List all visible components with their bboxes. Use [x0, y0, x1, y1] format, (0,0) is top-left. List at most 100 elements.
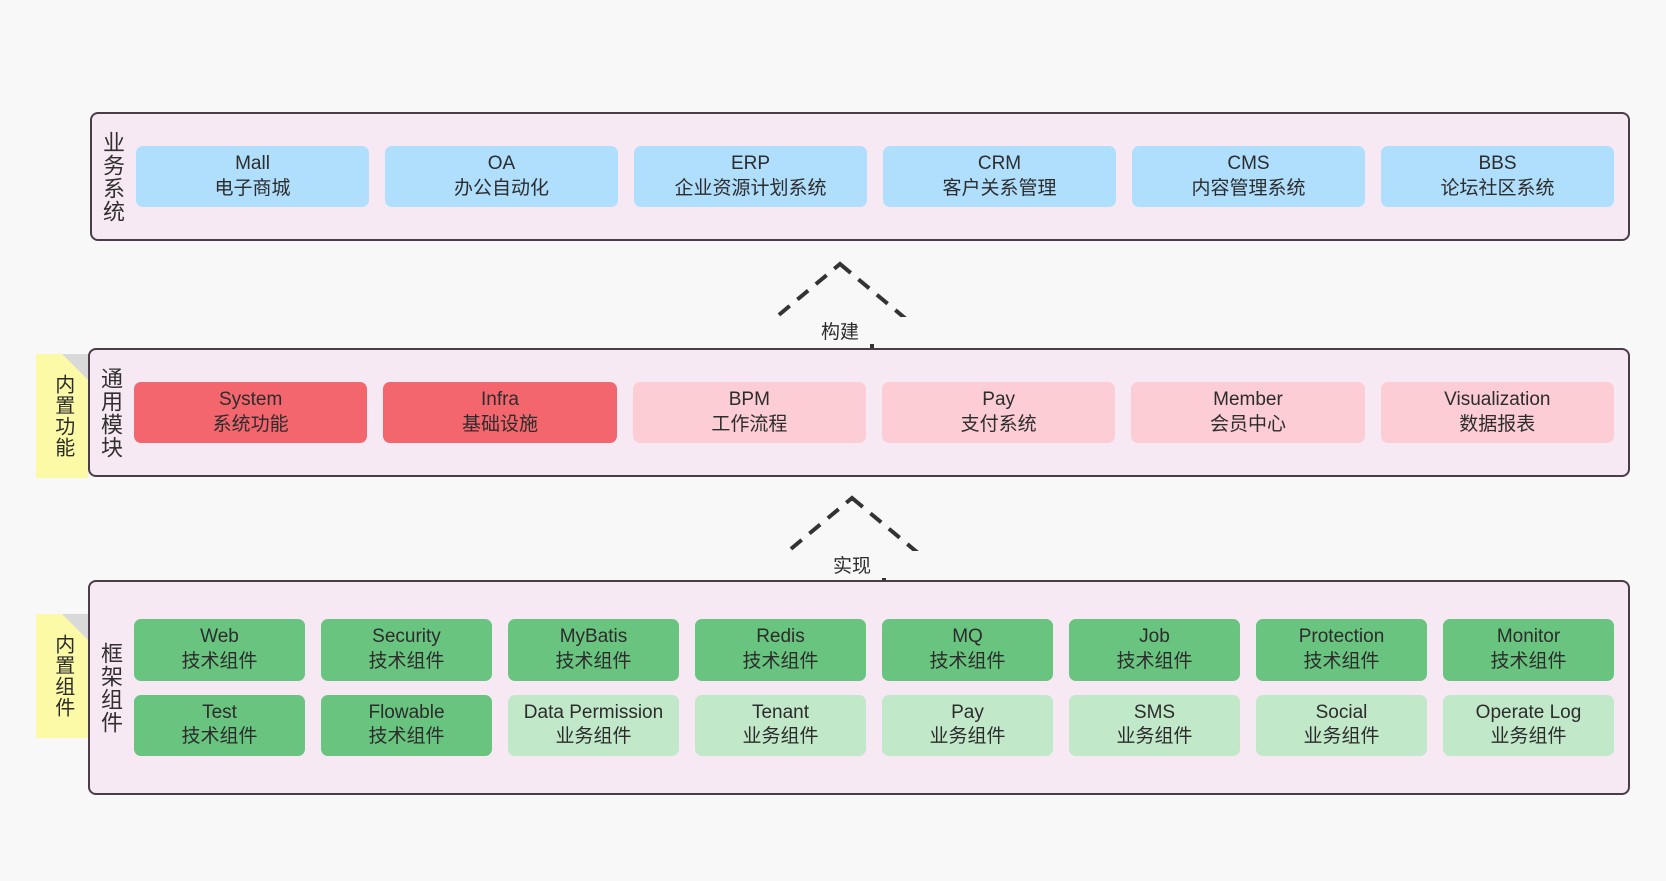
- card-title: Mall: [235, 152, 270, 174]
- card-protection[interactable]: Protection 技术组件: [1256, 619, 1427, 681]
- card-title: CMS: [1227, 152, 1270, 174]
- card-tenant[interactable]: Tenant 业务组件: [695, 694, 866, 756]
- card-title: OA: [487, 152, 516, 174]
- card-subtitle: 业务组件: [1116, 726, 1193, 748]
- card-title: Pay: [951, 701, 984, 723]
- card-title: Infra: [480, 388, 519, 410]
- layer-body-framework-components: Web 技术组件 Security 技术组件 MyBatis 技术组件 Redi…: [130, 582, 1628, 793]
- card-subtitle: 支付系统: [960, 413, 1037, 435]
- layer-framework-components: 框架组件 Web 技术组件 Security 技术组件 MyBatis 技术组件…: [88, 580, 1630, 795]
- card-title: Tenant: [751, 701, 810, 723]
- card-test[interactable]: Test 技术组件: [134, 694, 305, 756]
- card-subtitle: 技术组件: [1303, 650, 1380, 672]
- card-title: Social: [1315, 701, 1368, 723]
- card-social[interactable]: Social 业务组件: [1256, 694, 1427, 756]
- card-data-permission[interactable]: Data Permission 业务组件: [508, 694, 679, 756]
- card-subtitle: 数据报表: [1459, 413, 1536, 435]
- card-subtitle: 技术组件: [555, 650, 632, 672]
- layer-body-business-systems: Mall 电子商城 OA 办公自动化 ERP 企业资源计划系统 CRM 客户关系…: [132, 114, 1628, 239]
- card-title: Monitor: [1496, 626, 1561, 648]
- card-cms[interactable]: CMS 内容管理系统: [1132, 145, 1365, 208]
- card-subtitle: 业务组件: [1303, 726, 1380, 748]
- card-title: CRM: [977, 152, 1022, 174]
- card-row: Mall 电子商城 OA 办公自动化 ERP 企业资源计划系统 CRM 客户关系…: [136, 145, 1614, 208]
- card-subtitle: 系统功能: [212, 413, 289, 435]
- card-title: Member: [1213, 388, 1283, 410]
- arrow-label-implement: 实现: [772, 551, 932, 578]
- card-subtitle: 电子商城: [214, 177, 291, 199]
- card-title: Redis: [756, 626, 805, 648]
- card-subtitle: 内容管理系统: [1191, 177, 1306, 199]
- note-builtin-components: 内置组件: [36, 614, 88, 738]
- card-subtitle: 业务组件: [1490, 726, 1567, 748]
- card-bbs[interactable]: BBS 论坛社区系统: [1381, 145, 1614, 208]
- card-title: Security: [372, 626, 441, 648]
- card-crm[interactable]: CRM 客户关系管理: [883, 145, 1116, 208]
- arrow-label-build: 构建: [760, 317, 920, 344]
- card-title: BPM: [728, 388, 770, 410]
- card-title: MQ: [952, 626, 983, 648]
- card-subtitle: 论坛社区系统: [1440, 177, 1555, 199]
- card-title: Protection: [1298, 626, 1385, 648]
- card-title: BBS: [1478, 152, 1517, 174]
- card-subtitle: 会员中心: [1209, 413, 1286, 435]
- card-operate-log[interactable]: Operate Log 业务组件: [1443, 694, 1614, 756]
- layer-business-systems: 业务系统 Mall 电子商城 OA 办公自动化 ERP 企业资源计划系统 CRM…: [90, 112, 1630, 241]
- card-title: Data Permission: [523, 701, 664, 723]
- card-mq[interactable]: MQ 技术组件: [882, 619, 1053, 681]
- card-subtitle: 基础设施: [461, 413, 538, 435]
- layer-title-framework-components: 框架组件: [97, 641, 123, 734]
- card-pay-business[interactable]: Pay 业务组件: [882, 694, 1053, 756]
- card-erp[interactable]: ERP 企业资源计划系统: [634, 145, 867, 208]
- card-title: Web: [200, 626, 239, 648]
- card-subtitle: 技术组件: [929, 650, 1006, 672]
- card-subtitle: 工作流程: [711, 413, 788, 435]
- card-title: ERP: [730, 152, 771, 174]
- card-monitor[interactable]: Monitor 技术组件: [1443, 619, 1614, 681]
- card-subtitle: 客户关系管理: [942, 177, 1057, 199]
- card-subtitle: 技术组件: [181, 650, 258, 672]
- card-system[interactable]: System 系统功能: [134, 381, 368, 444]
- note-label: 内置组件: [51, 634, 74, 718]
- card-row: Test 技术组件 Flowable 技术组件 Data Permission …: [134, 694, 1614, 756]
- card-subtitle: 业务组件: [742, 726, 819, 748]
- card-row: Web 技术组件 Security 技术组件 MyBatis 技术组件 Redi…: [134, 619, 1614, 681]
- card-web[interactable]: Web 技术组件: [134, 619, 305, 681]
- card-subtitle: 技术组件: [368, 650, 445, 672]
- card-redis[interactable]: Redis 技术组件: [695, 619, 866, 681]
- card-title: Operate Log: [1475, 701, 1582, 723]
- card-title: Visualization: [1444, 388, 1551, 410]
- card-subtitle: 业务组件: [555, 726, 632, 748]
- card-sms[interactable]: SMS 业务组件: [1069, 694, 1240, 756]
- card-row: System 系统功能 Infra 基础设施 BPM 工作流程 Pay 支付系统…: [134, 381, 1614, 444]
- card-member[interactable]: Member 会员中心: [1131, 381, 1365, 444]
- note-label: 内置功能: [51, 374, 74, 458]
- card-mybatis[interactable]: MyBatis 技术组件: [508, 619, 679, 681]
- card-oa[interactable]: OA 办公自动化: [385, 145, 618, 208]
- card-flowable[interactable]: Flowable 技术组件: [321, 694, 492, 756]
- card-job[interactable]: Job 技术组件: [1069, 619, 1240, 681]
- card-visualization[interactable]: Visualization 数据报表: [1380, 381, 1614, 444]
- card-pay[interactable]: Pay 支付系统: [881, 381, 1116, 444]
- card-subtitle: 技术组件: [1490, 650, 1567, 672]
- layer-body-common-modules: System 系统功能 Infra 基础设施 BPM 工作流程 Pay 支付系统…: [130, 350, 1628, 475]
- card-title: System: [218, 388, 283, 410]
- layer-common-modules: 通用模块 System 系统功能 Infra 基础设施 BPM 工作流程 Pay…: [88, 348, 1630, 477]
- card-subtitle: 技术组件: [368, 726, 445, 748]
- card-subtitle: 业务组件: [929, 726, 1006, 748]
- note-builtin-features: 内置功能: [36, 354, 88, 478]
- layer-title-common-modules: 通用模块: [97, 366, 123, 459]
- card-subtitle: 技术组件: [181, 726, 258, 748]
- card-title: SMS: [1133, 701, 1176, 723]
- card-title: Job: [1139, 626, 1170, 648]
- card-subtitle: 技术组件: [742, 650, 819, 672]
- card-infra[interactable]: Infra 基础设施: [383, 381, 617, 444]
- card-mall[interactable]: Mall 电子商城: [136, 145, 369, 208]
- card-title: Pay: [982, 388, 1016, 410]
- arrow-build: 构建: [760, 258, 920, 358]
- card-title: MyBatis: [559, 626, 628, 648]
- card-bpm[interactable]: BPM 工作流程: [632, 381, 866, 444]
- card-security[interactable]: Security 技术组件: [321, 619, 492, 681]
- arrow-implement: 实现: [772, 492, 932, 592]
